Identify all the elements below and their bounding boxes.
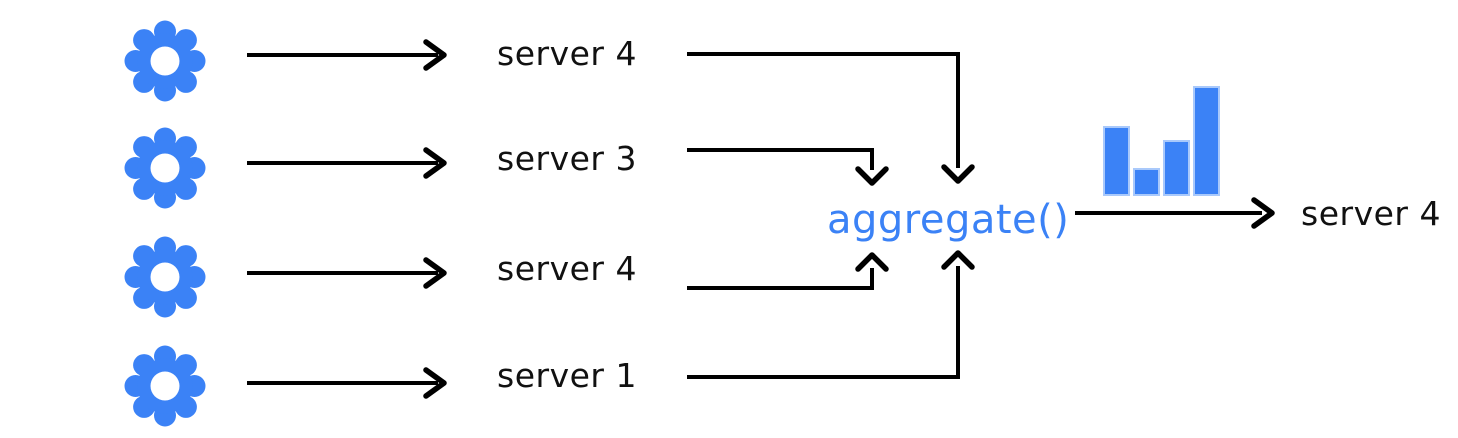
gear-icon — [124, 345, 206, 427]
gear-icon — [124, 236, 206, 318]
output-label: server 4 — [1301, 194, 1441, 233]
connector-label2-to-aggregate — [687, 148, 889, 186]
bar — [1103, 126, 1130, 196]
bar — [1133, 168, 1160, 196]
aggregate-function-label: aggregate() — [827, 197, 1070, 243]
bar — [1193, 86, 1220, 196]
gear-icon — [124, 127, 206, 209]
gear-icon — [124, 20, 206, 102]
bar — [1163, 140, 1190, 196]
arrow-gear2-to-label2 — [247, 147, 447, 179]
arrow-gear1-to-label1 — [247, 39, 447, 71]
connector-label1-to-aggregate — [687, 52, 975, 184]
source-label-4: server 1 — [497, 356, 637, 395]
source-label-3: server 4 — [497, 249, 637, 288]
source-label-1: server 4 — [497, 34, 637, 73]
arrow-aggregate-to-output — [1075, 197, 1275, 229]
source-label-2: server 3 — [497, 139, 637, 178]
connector-label3-to-aggregate — [687, 252, 889, 290]
mini-bar-chart — [1103, 86, 1223, 196]
connector-label4-to-aggregate — [687, 250, 975, 379]
arrow-gear3-to-label3 — [247, 257, 447, 289]
arrow-gear4-to-label4 — [247, 367, 447, 399]
